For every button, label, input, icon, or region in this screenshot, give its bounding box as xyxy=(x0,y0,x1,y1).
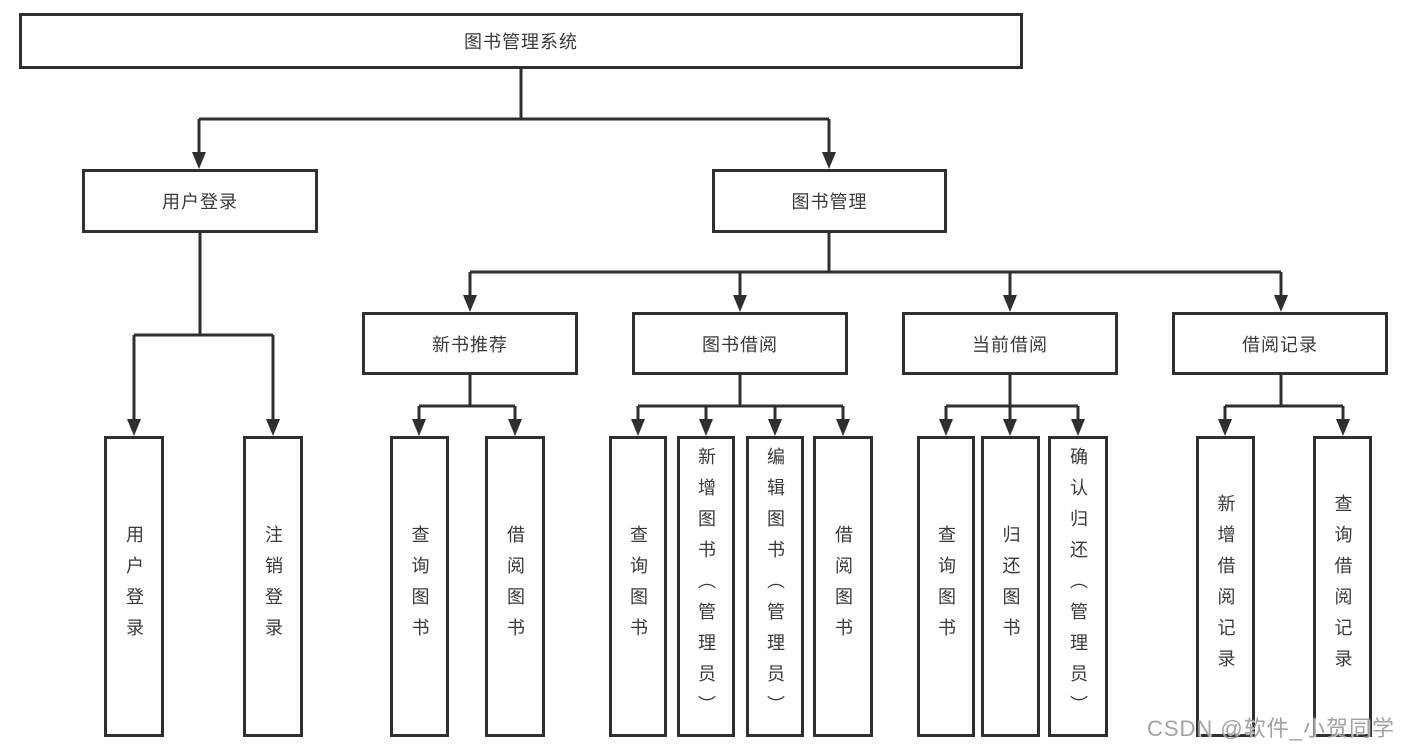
leaf-label: 查询图书 xyxy=(628,524,648,649)
leaf-user-login: 用户登录 xyxy=(104,436,164,737)
leaf-borrow-books: 借阅图书 xyxy=(813,436,873,737)
node-current-borrowing: 当前借阅 xyxy=(902,312,1118,375)
leaf-label: 借阅图书 xyxy=(505,524,525,649)
csdn-watermark: CSDN @软件_小贺同学 xyxy=(1146,716,1395,741)
leaf-query-books: 查询图书 xyxy=(917,436,975,737)
leaf-query-borrow-record: 查询借阅记录 xyxy=(1313,436,1372,737)
leaf-label: 查询借阅记录 xyxy=(1332,493,1353,680)
node-label: 用户登录 xyxy=(162,192,238,212)
leaf-edit-books-admin: 编辑图书（管理员） xyxy=(746,436,804,737)
leaf-logout: 注销登录 xyxy=(243,436,303,737)
leaf-label: 查询图书 xyxy=(409,524,430,649)
leaf-label: 编辑图书（管理员） xyxy=(765,447,785,726)
leaf-label: 用户登录 xyxy=(124,524,144,649)
leaf-label: 注销登录 xyxy=(263,524,283,649)
leaf-label: 归还图书 xyxy=(1000,524,1021,649)
leaf-label: 确认归还（管理员） xyxy=(1068,447,1088,726)
node-label: 借阅记录 xyxy=(1242,334,1318,355)
leaf-confirm-return-admin: 确认归还（管理员） xyxy=(1048,436,1108,737)
leaf-add-borrow-record: 新增借阅记录 xyxy=(1196,436,1255,737)
node-book-borrowing: 图书借阅 xyxy=(632,312,848,375)
leaf-label: 新增图书（管理员） xyxy=(696,447,716,726)
node-root-system: 图书管理系统 xyxy=(19,13,1023,69)
leaf-return-books: 归还图书 xyxy=(981,436,1040,737)
node-borrowing-records: 借阅记录 xyxy=(1172,312,1388,375)
leaf-query-books: 查询图书 xyxy=(609,436,667,737)
node-label: 当前借阅 xyxy=(972,334,1048,355)
leaf-borrow-books: 借阅图书 xyxy=(485,436,545,737)
leaf-label: 查询图书 xyxy=(936,524,956,649)
leaf-add-books-admin: 新增图书（管理员） xyxy=(677,436,735,737)
node-label: 新书推荐 xyxy=(432,334,508,355)
node-user-login: 用户登录 xyxy=(82,169,318,233)
leaf-label: 新增借阅记录 xyxy=(1215,493,1236,680)
leaf-label: 借阅图书 xyxy=(833,524,853,649)
leaf-query-books: 查询图书 xyxy=(390,436,449,737)
node-book-management: 图书管理 xyxy=(712,169,947,233)
node-label: 图书管理 xyxy=(791,192,868,212)
node-label: 图书借阅 xyxy=(702,334,778,355)
node-label: 图书管理系统 xyxy=(464,32,578,52)
node-new-book-recommendation: 新书推荐 xyxy=(362,312,578,375)
